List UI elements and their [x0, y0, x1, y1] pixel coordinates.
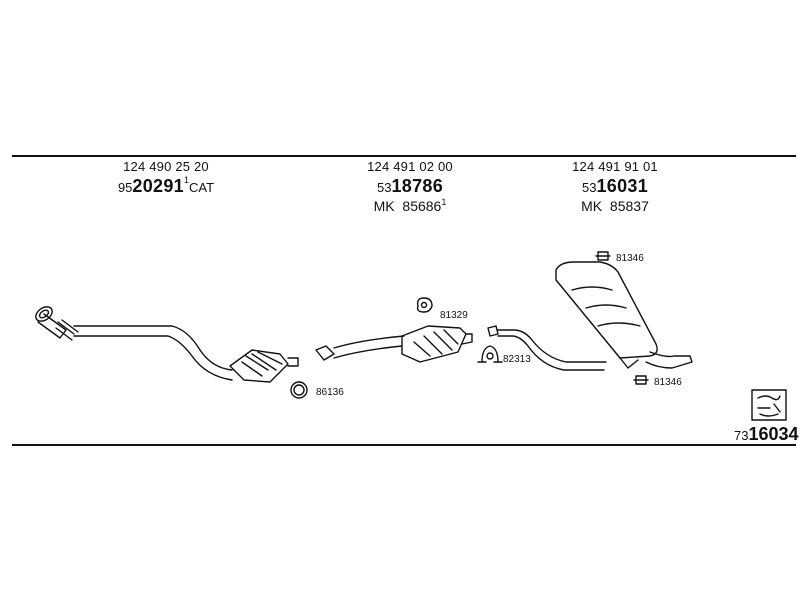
mk-label: MK: [581, 197, 603, 214]
part-code-suffix: CAT: [189, 179, 215, 195]
kit-box-icon: [751, 389, 787, 421]
part-code-prefix: 95: [117, 179, 133, 195]
part-code-prefix: 53: [581, 179, 597, 195]
part-code-main: 18786: [391, 175, 444, 196]
part-code: 95202911CAT: [96, 174, 236, 197]
rubber-hanger-icon: [416, 297, 433, 313]
fitting-label-clamp: 82313: [503, 354, 531, 365]
mk-code: MK 85837: [545, 198, 685, 214]
part-block-catalytic-converter: 124 490 25 20 95202911CAT: [96, 159, 236, 197]
seal-ring-icon: [290, 381, 308, 399]
middle-pipe-icon: [315, 335, 405, 361]
mk-footnote: 1: [441, 196, 447, 207]
kit-code-main: 16034: [748, 424, 799, 444]
fitting-label-mount-bottom: 81346: [654, 377, 682, 388]
part-block-rear-silencer: 124 491 91 01 5316031 MK 85837: [545, 159, 685, 214]
front-downpipe-icon: [35, 306, 233, 381]
mk-code: MK 856861: [340, 196, 480, 214]
fitting-label-mount-top: 81346: [616, 253, 644, 264]
oe-number: 124 491 02 00: [367, 159, 453, 174]
pipe-clamp-icon: [477, 345, 503, 363]
oe-number: 124 491 91 01: [572, 159, 658, 174]
rubber-mount-icon: [633, 375, 649, 385]
part-code-main: 16031: [596, 175, 649, 196]
rubber-mount-icon: [595, 251, 611, 261]
rear-pipe-icon: [487, 325, 607, 371]
fitting-label-hanger: 81329: [440, 310, 468, 321]
part-code-prefix: 53: [376, 179, 392, 195]
kit-code-prefix: 73: [734, 428, 749, 443]
mk-label: MK: [373, 197, 395, 214]
top-divider: [12, 155, 796, 157]
middle-silencer-icon: [401, 325, 473, 363]
kit-code: 7316034: [734, 424, 799, 445]
mk-number: 85837: [609, 197, 649, 214]
rear-silencer-icon: [555, 261, 693, 369]
fitting-label-seal: 86136: [316, 387, 344, 398]
oe-number: 124 490 25 20: [123, 159, 209, 174]
part-code-main: 20291: [132, 175, 184, 196]
part-code: 5316031: [545, 176, 685, 197]
part-code: 5318786: [340, 176, 480, 197]
mk-number: 85686: [402, 197, 442, 214]
part-block-middle-silencer: 124 491 02 00 5318786 MK 856861: [340, 159, 480, 214]
bottom-divider: [12, 444, 796, 446]
part-code-footnote: 1: [183, 174, 189, 185]
catalytic-converter-icon: [229, 349, 299, 383]
